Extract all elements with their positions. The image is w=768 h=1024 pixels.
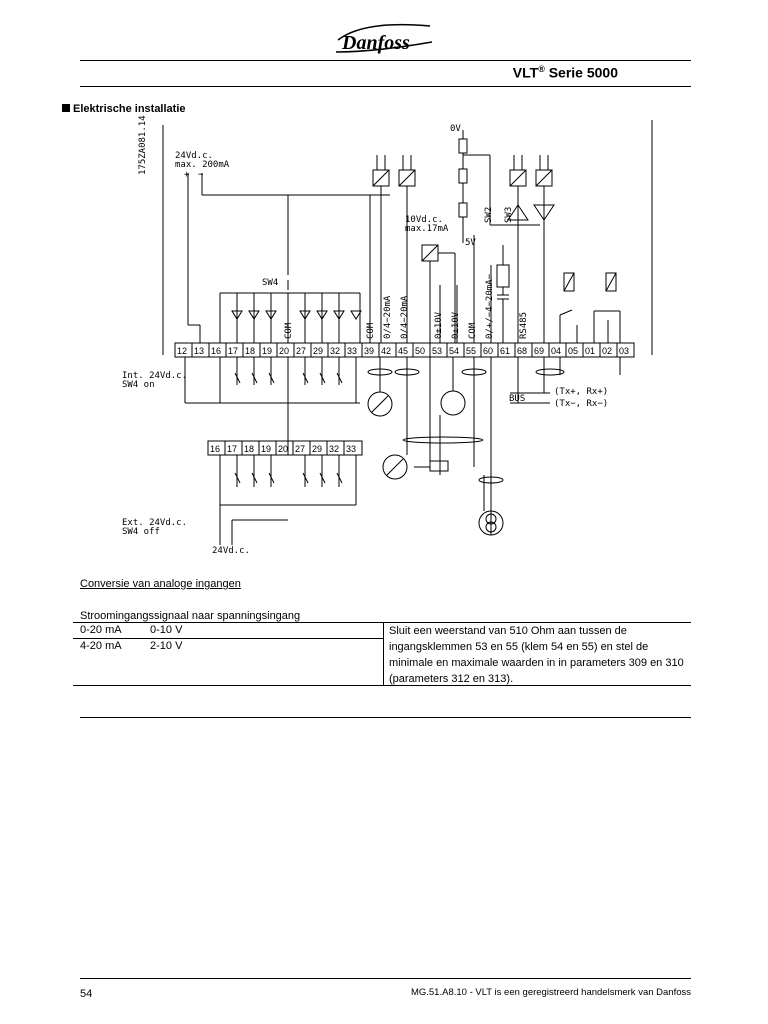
label-max-17ma: max.17mA	[405, 224, 449, 234]
label-5v: 5V	[465, 238, 476, 248]
terminal-60: 60	[483, 346, 493, 356]
terminal-bottom-18: 18	[244, 444, 254, 454]
terminal-18: 18	[245, 346, 255, 356]
terminal-17: 17	[228, 346, 238, 356]
terminal-13: 13	[194, 346, 204, 356]
header-rule-bottom	[80, 86, 691, 87]
terminal-42: 42	[381, 346, 391, 356]
label-int-24v: Int. 24Vd.c.	[122, 371, 187, 381]
label-max-200ma: max. 200mA	[175, 160, 230, 170]
label-10v-supply: 10Vd.c.	[405, 215, 443, 225]
terminal-45: 45	[398, 346, 408, 356]
footer-rule	[80, 978, 691, 979]
table-rule-bottom	[73, 685, 691, 686]
label-txrx-minus: (Tx−, Rx−)	[554, 399, 608, 409]
table-divider	[383, 622, 384, 685]
label-txrx-plus: (Tx+, Rx+)	[554, 387, 608, 397]
table-row: 0-20 mA 0-10 V	[73, 622, 691, 638]
vlabel-voltage-54: 0±10V	[451, 311, 461, 339]
voltage-cell: 2-10 V	[150, 640, 183, 652]
footer-note: MG.51.A8.10 - VLT is een geregistreerd h…	[410, 987, 691, 998]
terminal-bottom-20: 20	[278, 444, 288, 454]
vlabel-com-20: COM	[284, 322, 294, 339]
section-title: Elektrische installatie	[62, 103, 186, 115]
terminal-bottom-27: 27	[295, 444, 305, 454]
drawing-number: 175ZA081.14	[138, 115, 148, 175]
terminal-33: 33	[347, 346, 357, 356]
vlabel-voltage-53: 0±10V	[434, 311, 444, 339]
terminal-27: 27	[296, 346, 306, 356]
terminal-55: 55	[466, 346, 476, 356]
vlabel-com-39: COM	[366, 322, 376, 339]
terminal-39: 39	[364, 346, 374, 356]
terminal-19: 19	[262, 346, 272, 356]
table-rule-mid	[73, 638, 383, 639]
conversion-table: 0-20 mA 0-10 V 4-20 mA 2-10 V Sluit een …	[73, 622, 691, 686]
terminal-01: 01	[585, 346, 595, 356]
label-0v: 0V	[450, 124, 461, 134]
terminal-16: 16	[211, 346, 221, 356]
terminal-04: 04	[551, 346, 561, 356]
label-minus: −	[198, 170, 204, 180]
section-end-rule	[80, 717, 691, 718]
terminal-29: 29	[313, 346, 323, 356]
series-title: VLT® Serie 5000	[512, 64, 618, 81]
label-plus: +	[184, 170, 190, 180]
terminal-bottom-19: 19	[261, 444, 271, 454]
terminal-05: 05	[568, 346, 578, 356]
terminal-bottom-33: 33	[346, 444, 356, 454]
label-24v-supply: 24Vd.c.	[175, 151, 213, 161]
terminal-69: 69	[534, 346, 544, 356]
current-cell: 0-20 mA	[80, 624, 122, 636]
terminal-54: 54	[449, 346, 459, 356]
label-sw4-on: SW4 on	[122, 380, 155, 390]
terminal-bottom-16: 16	[210, 444, 220, 454]
label-24v-bottom: 24Vd.c.	[212, 546, 250, 556]
terminal-bottom-29: 29	[312, 444, 322, 454]
terminal-53: 53	[432, 346, 442, 356]
terminal-61: 61	[500, 346, 510, 356]
vlabel-current-42: 0/4−20mA	[383, 295, 393, 339]
vlabel-com-55: COM	[468, 322, 478, 339]
conversion-subtitle: Stroomingangssignaal naar spanningsingan…	[80, 610, 301, 622]
logo-text: Danfoss	[341, 32, 410, 54]
conversion-title: Conversie van analoge ingangen	[80, 578, 241, 590]
bullet-square-icon	[62, 104, 70, 112]
table-row: 4-20 mA 2-10 V	[73, 638, 691, 654]
wiring-diagram: 175ZA081.14 24Vd.c. max. 200mA + − 0V 10…	[122, 115, 653, 556]
terminal-12: 12	[177, 346, 187, 356]
label-ext-24v: Ext. 24Vd.c.	[122, 518, 187, 528]
label-sw2: SW2	[484, 207, 494, 223]
terminal-02: 02	[602, 346, 612, 356]
conversion-description: Sluit een weerstand van 510 Ohm aan tuss…	[389, 625, 684, 685]
terminal-03: 03	[619, 346, 629, 356]
vlabel-rs485: RS485	[519, 312, 529, 339]
table-rule-top	[73, 622, 691, 623]
danfoss-logo: Danfoss	[335, 23, 433, 54]
vlabel-current-60: 0/+/−4−20mA−	[485, 273, 495, 339]
label-sw4: SW4	[262, 278, 278, 288]
page-number: 54	[80, 988, 93, 1000]
terminal-bottom-17: 17	[227, 444, 237, 454]
terminal-20: 20	[279, 346, 289, 356]
voltage-cell: 0-10 V	[150, 624, 183, 636]
label-sw3: SW3	[504, 207, 514, 223]
vlabel-current-45: 0/4−20mA	[400, 295, 410, 339]
label-sw4-off: SW4 off	[122, 527, 160, 537]
terminal-68: 68	[517, 346, 527, 356]
label-bus: BUS	[509, 394, 525, 404]
terminal-32: 32	[330, 346, 340, 356]
terminal-bottom-32: 32	[329, 444, 339, 454]
current-cell: 4-20 mA	[80, 640, 122, 652]
header-rule-top	[80, 60, 691, 61]
terminal-50: 50	[415, 346, 425, 356]
